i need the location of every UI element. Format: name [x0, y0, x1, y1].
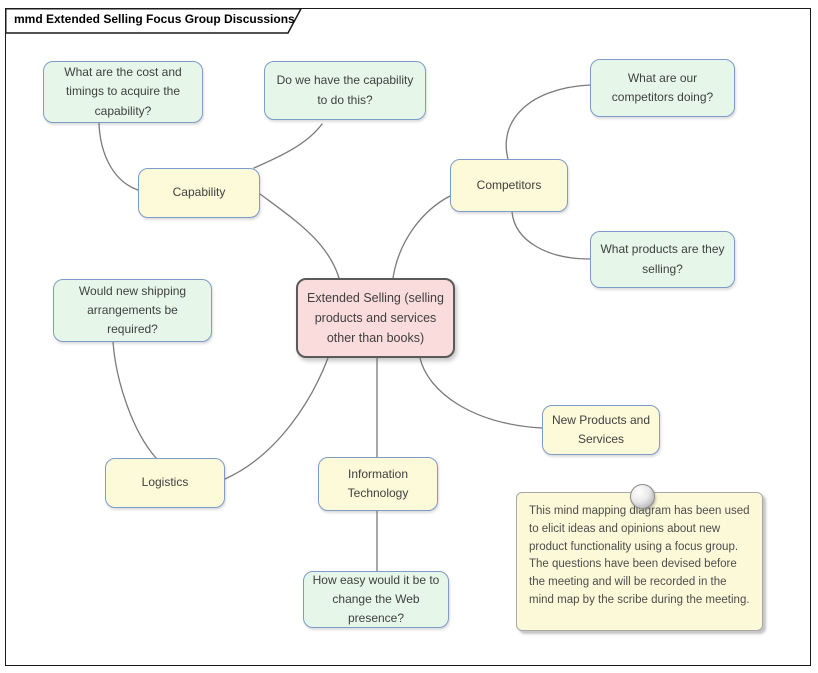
- note-box[interactable]: This mind mapping diagram has been used …: [516, 492, 763, 631]
- connector-central-capability: [259, 193, 340, 279]
- diagram-frame: [5, 8, 811, 666]
- node-question-products-selling[interactable]: What products are they selling?: [590, 231, 735, 288]
- node-information-technology[interactable]: Information Technology: [318, 457, 438, 511]
- node-central-extended-selling[interactable]: Extended Selling (selling products and s…: [296, 278, 455, 358]
- pin-icon: [630, 484, 655, 509]
- node-label: How easy would it be to change the Web p…: [312, 572, 440, 626]
- node-label: Information Technology: [347, 466, 409, 500]
- node-label: What are our competitors doing?: [611, 70, 714, 104]
- node-question-cost-timings[interactable]: What are the cost and timings to acquire…: [43, 61, 203, 123]
- node-label: New Products and Services: [551, 412, 651, 446]
- diagram-title: mmd Extended Selling Focus Group Discuss…: [14, 12, 295, 26]
- node-label: Extended Selling (selling products and s…: [307, 291, 444, 345]
- node-new-products-services[interactable]: New Products and Services: [542, 405, 660, 455]
- node-label: Capability: [172, 185, 226, 200]
- node-label: Logistics: [141, 475, 189, 490]
- connector-qshipping-logistics: [112, 341, 157, 459]
- node-capability[interactable]: Capability: [138, 168, 260, 218]
- node-question-competitors-doing[interactable]: What are our competitors doing?: [590, 59, 735, 117]
- connector-central-logistics: [224, 357, 329, 480]
- connector-competitors-qcompetitors: [505, 84, 591, 160]
- node-logistics[interactable]: Logistics: [105, 458, 225, 508]
- node-label: Competitors: [476, 177, 542, 192]
- node-label: Would new shipping arrangements be requi…: [78, 283, 187, 337]
- connector-capability-qcapability: [253, 123, 323, 169]
- connector-central-newproducts: [419, 357, 543, 429]
- node-label: What products are they selling?: [600, 242, 725, 276]
- node-question-web-presence[interactable]: How easy would it be to change the Web p…: [303, 571, 449, 628]
- node-question-shipping[interactable]: Would new shipping arrangements be requi…: [53, 279, 212, 342]
- diagram-tab-shape: [5, 8, 303, 34]
- connector-capability-qcost: [98, 122, 139, 191]
- connector-competitors-qproducts: [511, 211, 591, 260]
- note-text: This mind mapping diagram has been used …: [529, 505, 750, 607]
- node-competitors[interactable]: Competitors: [450, 159, 568, 212]
- node-label: What are the cost and timings to acquire…: [64, 65, 182, 118]
- connector-central-competitors: [392, 195, 451, 279]
- node-label: Do we have the capability to do this?: [276, 73, 414, 107]
- node-question-have-capability[interactable]: Do we have the capability to do this?: [264, 61, 426, 120]
